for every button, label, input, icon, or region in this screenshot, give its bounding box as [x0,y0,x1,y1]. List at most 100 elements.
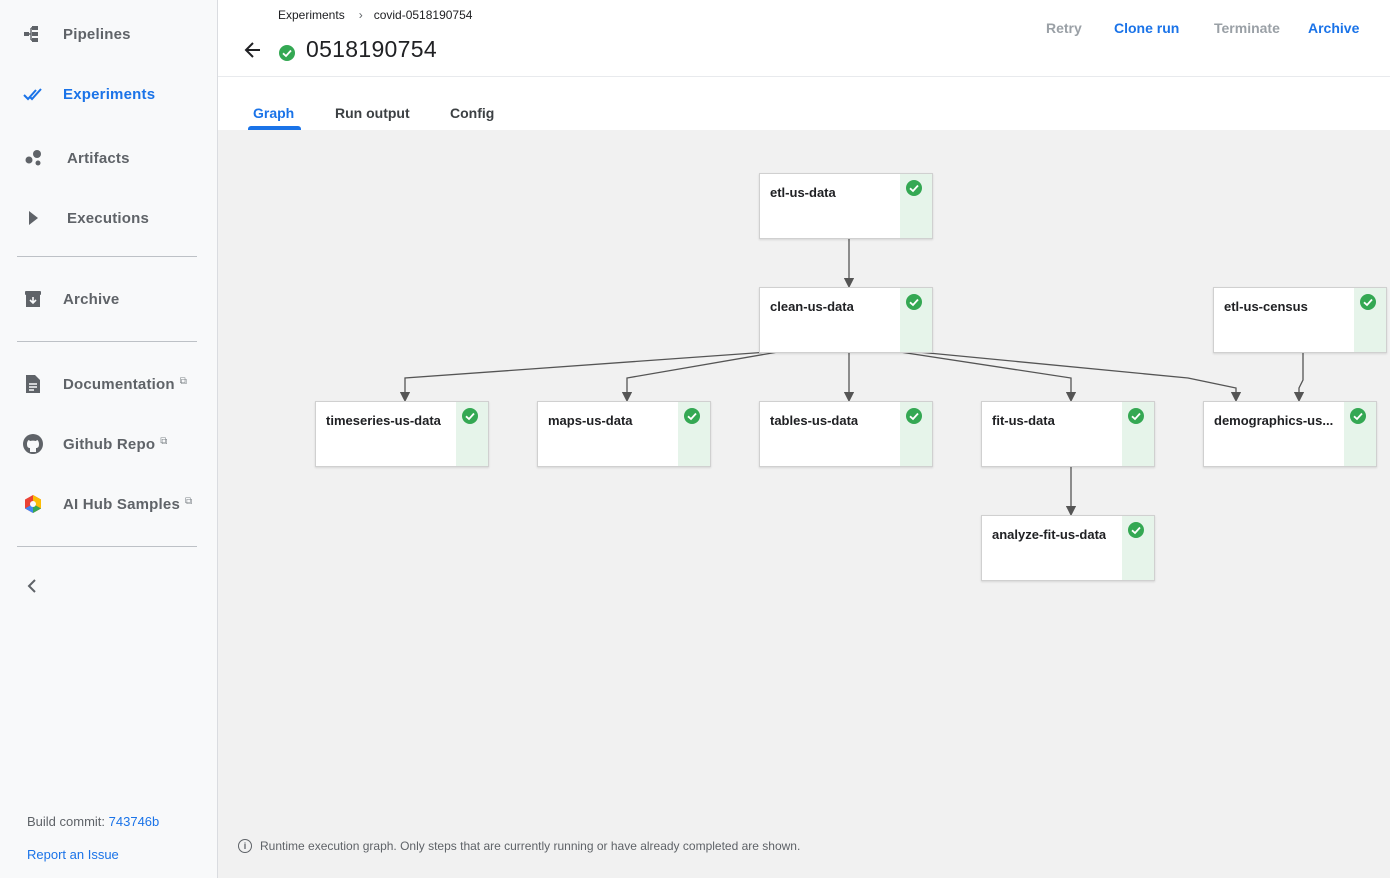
edge [399,351,769,403]
check-circle-icon [906,408,922,424]
chevron-left-icon [27,579,36,593]
node-status-badge [678,402,710,466]
report-issue-link[interactable]: Report an Issue [27,847,119,862]
sidebar-item-label: Experiments [63,85,156,103]
graph-node[interactable]: demographics-us... [1203,401,1377,467]
page-title: 0518190754 [306,36,437,62]
terminate-button[interactable]: Terminate [1214,20,1280,36]
github-icon [22,433,44,455]
node-label: clean-us-data [770,299,854,314]
tab-config[interactable]: Config [450,105,495,121]
document-icon [22,373,44,395]
edge [917,351,1242,403]
node-label: analyze-fit-us-data [992,527,1107,542]
graph-edges [399,238,1305,517]
node-status-badge [1122,402,1154,466]
artifacts-icon [22,147,44,169]
arrow-back-icon [244,42,260,58]
active-tab-indicator [248,126,301,130]
check-circle-icon [462,408,478,424]
graph-node[interactable]: timeseries-us-data [315,401,489,467]
node-status-badge [1122,516,1154,580]
executions-icon [22,207,44,229]
node-label: tables-us-data [770,413,859,428]
sidebar-item-label: AI Hub Samples⧉ [63,495,193,513]
edge [1293,352,1305,403]
retry-button[interactable]: Retry [1046,20,1082,36]
build-commit-link[interactable]: 743746b [108,814,160,829]
check-circle-icon [1128,522,1144,538]
build-info: Build commit: 743746b [27,814,159,829]
breadcrumb-experiments[interactable]: Experiments [278,8,345,22]
sidebar-item-label: Archive [63,290,120,308]
archive-icon [22,288,44,310]
sidebar-item-label: Pipelines [63,25,131,43]
sidebar-divider [17,546,197,547]
node-label: timeseries-us-data [326,413,441,428]
node-label: maps-us-data [548,413,633,428]
edge [621,351,779,403]
external-link-icon: ⧉ [185,495,193,507]
tab-run-output[interactable]: Run output [335,105,410,121]
sidebar-item-executions[interactable]: Executions [0,198,217,238]
header-divider [218,76,1390,77]
check-circle-icon [684,408,700,424]
sidebar-item-github[interactable]: Github Repo⧉ [0,424,217,464]
sidebar-item-label: Artifacts [67,149,130,167]
pipelines-icon [22,23,44,45]
info-icon: i [238,839,252,853]
external-link-icon: ⧉ [179,375,188,387]
pipeline-graph: etl-us-data clean-us-data etl-us-census … [218,130,1390,878]
node-label: etl-us-data [770,185,836,200]
external-link-icon: ⧉ [160,435,168,447]
sidebar-item-label: Github Repo⧉ [63,435,168,453]
check-circle-icon [906,180,922,196]
check-circle-icon [906,294,922,310]
info-text: Runtime execution graph. Only steps that… [260,839,801,853]
ai-hub-icon [22,493,44,515]
tab-graph[interactable]: Graph [253,105,295,121]
sidebar-item-documentation[interactable]: Documentation⧉ [0,364,217,404]
sidebar-item-archive[interactable]: Archive [0,279,217,319]
graph-node[interactable]: maps-us-data [537,401,711,467]
clone-run-button[interactable]: Clone run [1114,20,1180,36]
archive-button[interactable]: Archive [1308,20,1360,36]
sidebar-divider [17,256,197,257]
graph-node[interactable]: analyze-fit-us-data [981,515,1155,581]
collapse-sidebar-button[interactable] [20,574,44,598]
graph-node[interactable]: etl-us-census [1213,287,1387,353]
edge [899,351,1077,403]
chevron-right-icon: › [358,8,363,22]
check-circle-icon [1128,408,1144,424]
node-label: demographics-us... [1214,413,1334,428]
check-circle-icon [1350,408,1366,424]
experiments-icon [22,83,44,105]
sidebar-item-ai-hub[interactable]: AI Hub Samples⧉ [0,484,217,524]
sidebar-item-pipelines[interactable]: Pipelines [0,14,217,54]
sidebar-item-artifacts[interactable]: Artifacts [0,138,217,178]
node-label: etl-us-census [1224,299,1308,314]
node-status-badge [900,402,932,466]
node-status-badge [900,288,932,352]
back-button[interactable] [241,38,265,62]
node-status-badge [1344,402,1376,466]
breadcrumb: Experiments › covid-0518190754 [278,8,472,22]
graph-info-note: i Runtime execution graph. Only steps th… [238,839,800,853]
sidebar-item-experiments[interactable]: Experiments [0,74,217,114]
node-status-badge [456,402,488,466]
sidebar-item-label: Documentation⧉ [63,375,188,393]
graph-node[interactable]: fit-us-data [981,401,1155,467]
success-status-icon [279,45,295,66]
graph-node[interactable]: clean-us-data [759,287,933,353]
build-label: Build commit: [27,814,106,829]
sidebar-divider [17,341,197,342]
sidebar: Pipelines Experiments Artifacts Executio… [0,0,218,878]
node-status-badge [900,174,932,238]
sidebar-item-label: Executions [67,209,150,227]
graph-node[interactable]: tables-us-data [759,401,933,467]
node-label: fit-us-data [992,413,1055,428]
check-circle-icon [1360,294,1376,310]
node-status-badge [1354,288,1386,352]
breadcrumb-experiment[interactable]: covid-0518190754 [373,8,473,22]
graph-node[interactable]: etl-us-data [759,173,933,239]
